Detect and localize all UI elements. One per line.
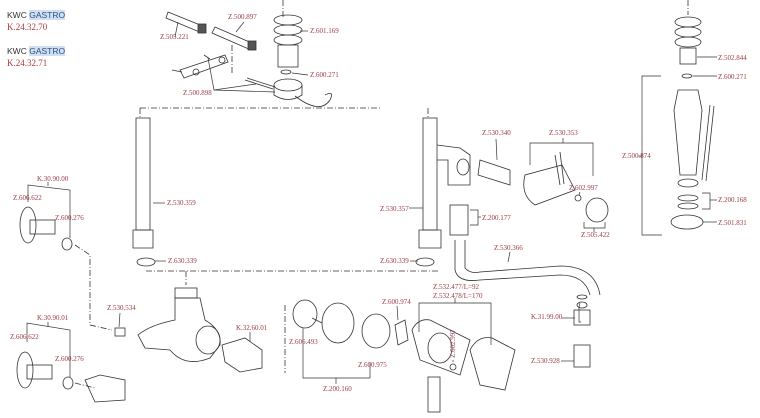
part-label: Z.530.534 [107,304,136,312]
part-label: Z.200.160 [323,385,352,393]
part-label: Z.501.831 [718,219,747,227]
part-label: Z.502.844 [718,54,747,62]
part-label: Z.602.997 [569,184,598,192]
cartridge-parts [292,294,591,413]
part-label: Z.200.168 [718,196,747,204]
top-bolts [165,11,333,107]
part-label: Z.606.622 [13,194,42,202]
part-label: K.30.90.01 [37,314,69,322]
part-label: Z.530.366 [494,244,523,252]
mixer-body [114,287,263,373]
part-label: Z.601.169 [310,27,339,35]
part-label: Z.530.340 [482,129,511,137]
right-column-parts [670,16,715,230]
leader-lines [26,21,717,384]
part-label: Z.630.339 [380,257,409,265]
part-label: Z.600.271 [718,73,747,81]
part-label: Z.530.928 [531,357,560,365]
part-label: Z.500.874 [622,152,651,160]
part-label: K.31.99.00 [531,313,563,321]
part-label: Z.530.353 [549,129,578,137]
stop-valves [16,206,126,403]
part-label: Z.530.359 [167,199,196,207]
part-label: Z.600.975 [358,361,387,369]
part-label: Z.532.477/L=92 [433,283,479,291]
product-2-brand: KWC GASTRO [7,46,66,56]
part-label: Z.600.276 [55,355,84,363]
part-label: Z.600.276 [55,214,84,222]
part-label: Z.200.177 [482,214,511,222]
product-1-code: K.24.32.70 [7,22,48,32]
part-label: Z.505.221 [160,33,189,41]
part-label: Z.500.898 [183,89,212,97]
assembly-lines [74,0,689,389]
part-label: Z.600.271 [310,71,339,79]
part-label: Z.530.357 [380,205,409,213]
product-1-brand: KWC GASTRO [7,10,66,20]
part-label: Z.602.997 [449,329,457,358]
part-label: Z.606.493 [289,338,318,346]
part-label: Z.600.974 [382,298,411,306]
part-label: K.32.60.01 [236,324,268,332]
part-label: Z.500.897 [228,13,257,21]
part-label: Z.532.478/L=170 [433,292,483,300]
product-2-code: K.24.32.71 [7,58,48,68]
part-label: Z.606.622 [10,333,39,341]
handle-assembly [477,151,609,223]
part-label: Z.630.339 [168,257,197,265]
t-riser [415,117,601,296]
part-label: Z.505.422 [581,231,610,239]
part-label: K.30.90.00 [37,175,69,183]
left-riser [132,117,156,267]
